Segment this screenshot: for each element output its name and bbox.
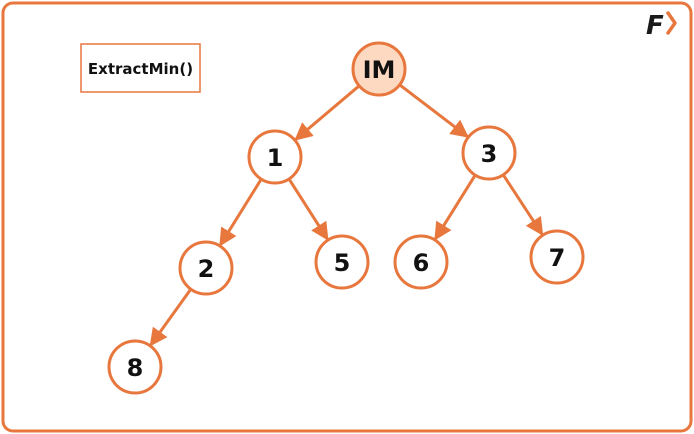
chevron-right-icon xyxy=(666,11,677,35)
node-circle xyxy=(529,229,585,285)
tree-edges xyxy=(149,83,544,347)
node-label: 5 xyxy=(334,249,351,277)
tree-edge-im-to-3 xyxy=(398,83,469,138)
node-label: 2 xyxy=(198,255,215,283)
tree-node-8: 8 xyxy=(107,339,163,395)
tree-node-7: 7 xyxy=(529,229,585,285)
node-circle xyxy=(178,240,234,296)
tree-nodes: IM 1 3 2 5 6 7 8 xyxy=(107,41,585,395)
tree-node-1: 1 xyxy=(247,129,303,185)
logo-letter: F xyxy=(646,11,664,41)
operation-label: ExtractMin() xyxy=(88,60,193,78)
operation-label-box: ExtractMin() xyxy=(80,43,201,93)
node-circle xyxy=(247,129,303,185)
node-circle xyxy=(107,339,163,395)
node-circle xyxy=(393,234,449,290)
tree-node-5: 5 xyxy=(314,234,370,290)
node-label: 1 xyxy=(267,144,284,172)
tree-node-2: 2 xyxy=(178,240,234,296)
node-label: 8 xyxy=(127,354,144,382)
node-circle xyxy=(351,41,407,97)
operation-label-border xyxy=(80,43,201,93)
node-label: 7 xyxy=(549,244,566,272)
node-label: 6 xyxy=(413,249,430,277)
tree-edge-im-to-1 xyxy=(294,84,361,141)
node-circle xyxy=(461,125,517,181)
tree-node-6: 6 xyxy=(393,234,449,290)
node-circle xyxy=(314,234,370,290)
brand-logo: F xyxy=(646,11,677,41)
tree-edge-1-to-2 xyxy=(218,178,263,247)
node-label: 3 xyxy=(481,140,498,168)
tree-edge-3-to-6 xyxy=(434,174,477,241)
tree-edge-2-to-8 xyxy=(149,288,193,347)
tree-node-3: 3 xyxy=(461,125,517,181)
tree-node-im: IM xyxy=(351,41,407,97)
tree-edge-3-to-7 xyxy=(501,173,544,236)
tree-edge-1-to-5 xyxy=(287,178,329,241)
node-label: IM xyxy=(363,56,396,84)
